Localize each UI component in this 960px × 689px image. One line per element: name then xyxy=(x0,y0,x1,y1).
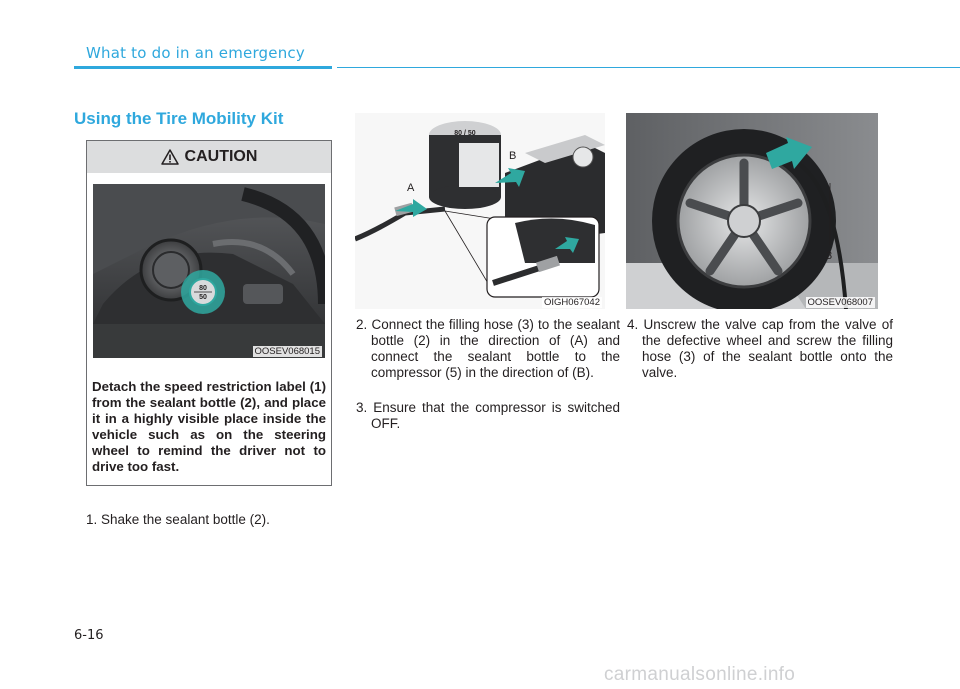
caution-photo-dashboard: 80 50 OOSEV068015 xyxy=(93,184,325,358)
bottle-label: 80 / 50 xyxy=(454,130,476,137)
image-code: OOSEV068015 xyxy=(252,346,322,357)
figure-sealant-compressor: 80 / 50 A B OIGH067042 xyxy=(355,113,605,309)
section-header: What to do in an emergency xyxy=(86,44,305,62)
figure-wheel-valve: 3 OOSEV068007 xyxy=(626,113,878,309)
header-rule-accent xyxy=(74,66,332,69)
step-4: 4. Unscrew the valve cap from the valve … xyxy=(627,317,893,380)
warning-icon xyxy=(160,149,179,165)
caution-label: CAUTION xyxy=(184,148,258,165)
dashboard-illustration: 80 50 xyxy=(93,184,325,358)
step-3: 3. Ensure that the compressor is switche… xyxy=(356,400,620,431)
speed-label-top: 80 xyxy=(199,285,207,292)
step-2: 2. Connect the filling hose (3) to the s… xyxy=(356,317,620,380)
caution-header: CAUTION xyxy=(87,141,331,173)
image-code: OIGH067042 xyxy=(542,297,602,308)
image-code: OOSEV068007 xyxy=(805,297,875,308)
sealant-compressor-illustration: 80 / 50 A B xyxy=(355,113,605,309)
watermark: carmanualsonline.info xyxy=(604,664,796,685)
caution-text: Detach the speed restriction label (1) f… xyxy=(92,379,326,474)
speed-label-bottom: 50 xyxy=(199,294,207,301)
section-title: Using the Tire Mobility Kit xyxy=(74,109,284,128)
wheel-valve-illustration: 3 xyxy=(626,113,878,309)
page-number: 6-16 xyxy=(74,628,104,643)
label-b: B xyxy=(509,150,516,162)
step-1: 1. Shake the sealant bottle (2). xyxy=(86,512,270,527)
caution-box: CAUTION 80 50 xyxy=(86,140,332,486)
label-3: 3 xyxy=(826,250,832,262)
label-a: A xyxy=(407,182,415,194)
header-rule xyxy=(337,67,960,68)
